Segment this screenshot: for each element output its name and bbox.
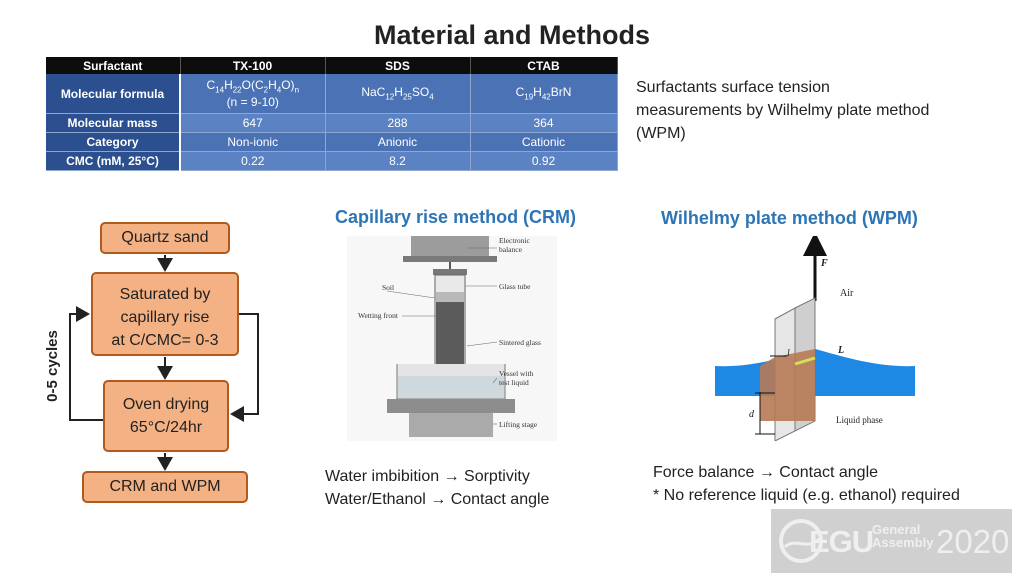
label-force: F	[821, 258, 828, 269]
flow-box-crm-wpm: CRM and WPM	[82, 471, 248, 503]
formula-tx100-note: (n = 9-10)	[226, 94, 279, 109]
right-arrow-icon: →	[758, 464, 775, 481]
table-cell: 0.22	[180, 151, 326, 171]
loop-arrow-right	[230, 313, 259, 422]
flow-text: 65°C/24hr	[129, 419, 203, 436]
table-cell: 647	[180, 113, 326, 133]
header-tx100: TX-100	[180, 57, 326, 74]
flow-text: Saturated by	[119, 286, 211, 303]
table-row: Molecular formula C14H22O(C2H4O)n (n = 9…	[46, 74, 618, 114]
row-label: CMC (mM, 25°C)	[46, 151, 181, 171]
crm-apparatus-diagram	[347, 236, 557, 441]
label-air: Air	[840, 288, 854, 299]
crm-caption: Water imbibition → Sorptivity Water/Etha…	[325, 468, 550, 508]
flow-box-oven-drying: Oven drying 65°C/24hr	[103, 380, 229, 452]
egu-globe-icon	[779, 519, 823, 563]
row-label: Molecular mass	[46, 113, 181, 133]
flow-text: at C/CMC= 0-3	[111, 332, 219, 349]
label-soil: Soil	[382, 283, 395, 292]
surfactant-table: Surfactant TX-100 SDS CTAB Molecular for…	[46, 57, 618, 171]
crm-heading: Capillary rise method (CRM)	[335, 207, 577, 227]
loop-arrow-left	[69, 306, 103, 421]
table-cell: 8.2	[325, 151, 471, 171]
table-row: Category Non-ionic Anionic Cationic	[46, 132, 618, 152]
label-liquid-phase: Liquid phase	[836, 415, 883, 425]
row-label: Category	[46, 132, 181, 152]
wpm-apparatus-diagram	[715, 236, 915, 441]
row-label: Molecular formula	[46, 74, 181, 114]
table-cell: 364	[470, 113, 618, 133]
flow-text: capillary rise	[120, 309, 210, 326]
label-lw: L	[838, 345, 845, 356]
table-cell: Anionic	[325, 132, 471, 152]
header-ctab: CTAB	[470, 57, 618, 74]
table-row: Molecular mass 647 288 364	[46, 113, 618, 133]
label-d: d	[749, 409, 754, 420]
formula-tx100: C14H22O(C2H4O)n (n = 9-10)	[180, 74, 326, 114]
label-sintered-glass: Sintered glass	[499, 338, 541, 347]
table-cell: Non-ionic	[180, 132, 326, 152]
label-l: l	[787, 348, 790, 359]
page-title: Material and Methods	[373, 20, 651, 50]
table-cell: Cationic	[470, 132, 618, 152]
wpm-heading: Wilhelmy plate method (WPM)	[661, 208, 918, 228]
flow-arrows	[69, 255, 259, 471]
flow-box-saturated: Saturated by capillary rise at C/CMC= 0-…	[91, 272, 239, 356]
label-glass-tube: Glass tube	[499, 282, 531, 291]
wpm-note: Surfactants surface tension measurements…	[636, 79, 930, 142]
flow-box-quartz-sand: Quartz sand	[100, 222, 230, 254]
header-sds: SDS	[325, 57, 471, 74]
label-lifting-stage: Lifting stage	[499, 420, 538, 429]
table-row: CMC (mM, 25°C) 0.22 8.2 0.92	[46, 151, 618, 171]
header-surfactant: Surfactant	[46, 57, 181, 74]
cycles-label: 0-5 cycles	[44, 330, 61, 402]
wpm-caption: Force balance → Contact angle * No refer…	[653, 464, 960, 504]
right-arrow-icon: →	[443, 468, 460, 485]
table-cell: 0.92	[470, 151, 618, 171]
right-arrow-icon: →	[430, 491, 447, 508]
table-header-row: Surfactant TX-100 SDS CTAB	[46, 57, 618, 74]
flow-text: Oven drying	[122, 396, 210, 413]
formula-ctab: C19H42BrN	[470, 74, 618, 114]
table-cell: 288	[325, 113, 471, 133]
formula-sds: NaC12H25SO4	[325, 74, 471, 114]
label-wetting-front: Wetting front	[358, 311, 399, 320]
